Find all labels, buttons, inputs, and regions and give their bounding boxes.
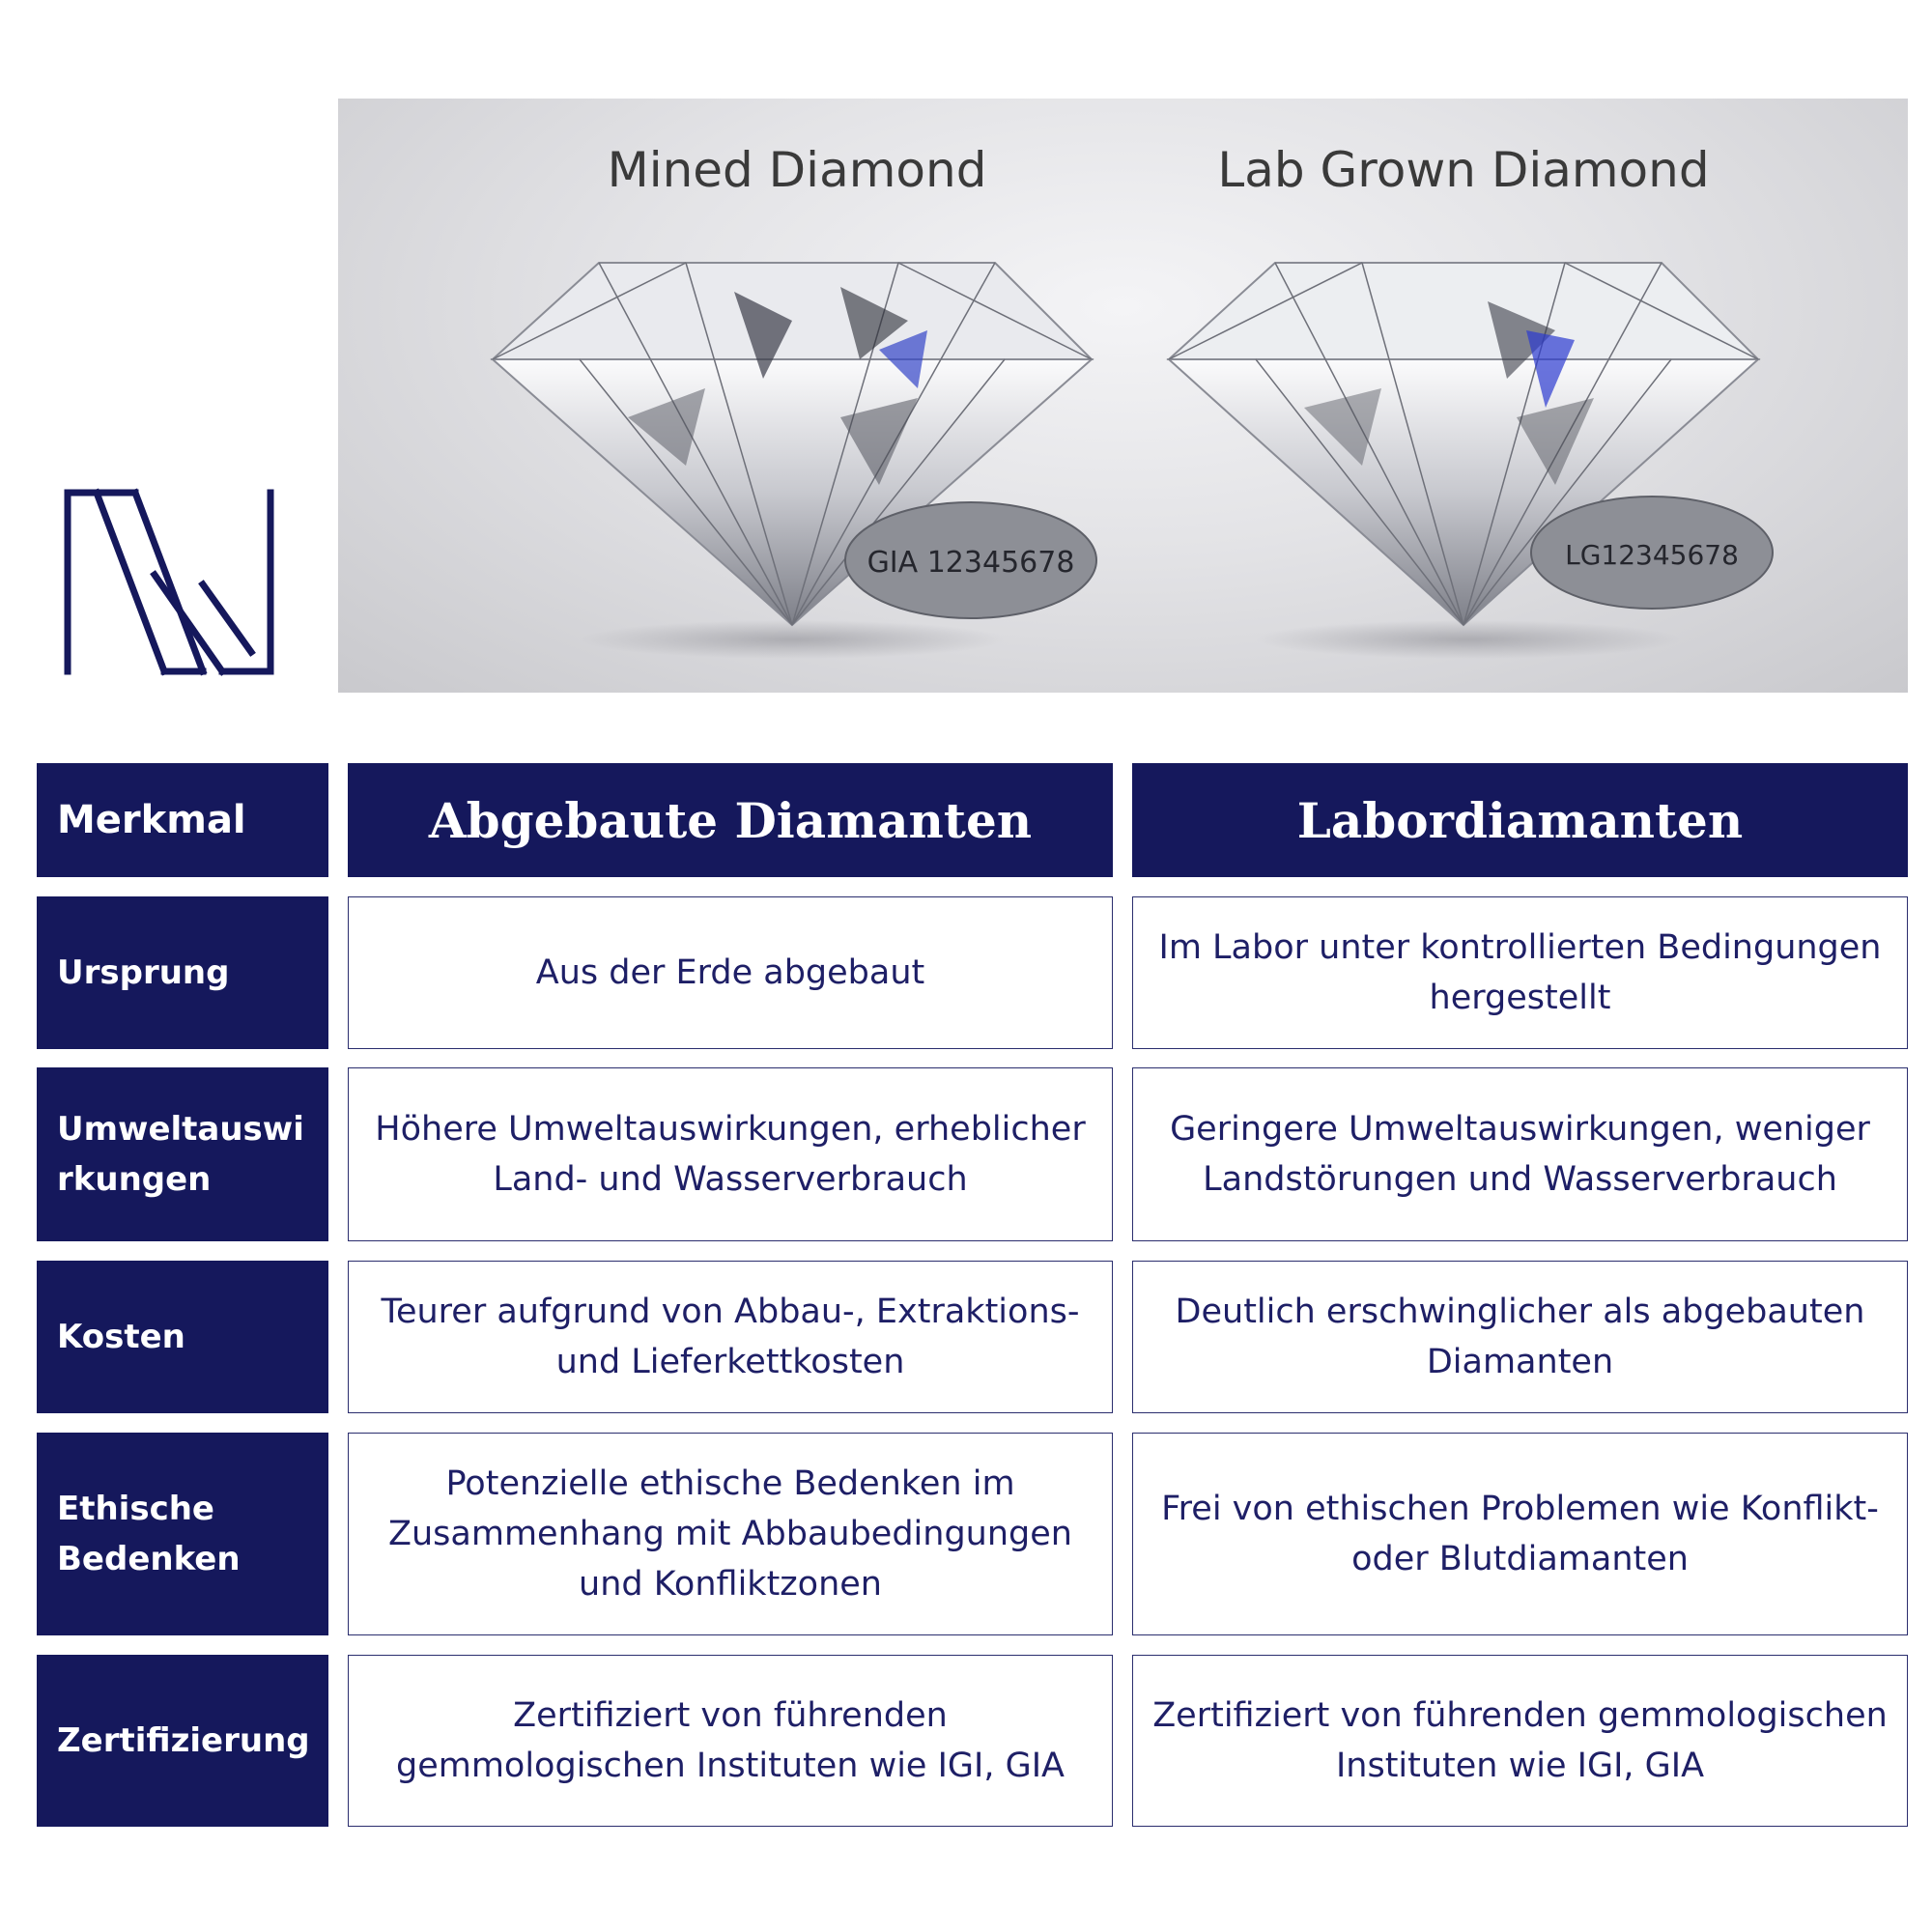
- row-label-cost: Kosten: [37, 1261, 328, 1413]
- nn-monogram-logo: [64, 488, 274, 676]
- lab-diamond-title: Lab Grown Diamond: [1217, 142, 1710, 198]
- row-label-ethics: Ethische Bedenken: [37, 1433, 328, 1635]
- cell-origin-mined: Aus der Erde abgebaut: [348, 896, 1113, 1049]
- cell-cost-mined: Teurer aufgrund von Abbau-, Extraktions-…: [348, 1261, 1113, 1413]
- lab-diamond-image: LG12345678: [1166, 262, 1774, 627]
- mined-inscription: GIA 12345678: [867, 546, 1075, 580]
- cell-ethics-mined: Potenzielle ethische Bedenken im Zusamme…: [348, 1433, 1113, 1635]
- cell-environment-mined: Höhere Umweltauswirkungen, erheblicher L…: [348, 1067, 1113, 1241]
- mined-diamond-image: GIA 12345678: [490, 262, 1097, 627]
- cell-environment-lab: Geringere Umweltauswirkungen, weniger La…: [1132, 1067, 1908, 1241]
- row-label-certification: Zertifizierung: [37, 1655, 328, 1827]
- header-feature: Merkmal: [37, 763, 328, 877]
- lab-inscription: LG12345678: [1565, 539, 1739, 571]
- header-mined: Abgebaute Diamanten: [348, 763, 1113, 877]
- mined-diamond-title: Mined Diamond: [607, 142, 987, 198]
- row-label-environment: Umweltauswirkungen: [37, 1067, 328, 1241]
- row-label-origin: Ursprung: [37, 896, 328, 1049]
- cell-ethics-lab: Frei von ethischen Problemen wie Konflik…: [1132, 1433, 1908, 1635]
- cell-certification-lab: Zertifiziert von führenden gemmologische…: [1132, 1655, 1908, 1827]
- cell-cost-lab: Deutlich erschwinglicher als abgebauten …: [1132, 1261, 1908, 1413]
- header-lab: Labordiamanten: [1132, 763, 1908, 877]
- diamond-comparison-photo: GIA 12345678 LG12345678 Mined Dia: [338, 99, 1908, 693]
- cell-origin-lab: Im Labor unter kontrollierten Bedingunge…: [1132, 896, 1908, 1049]
- cell-certification-mined: Zertifiziert von führenden gemmologische…: [348, 1655, 1113, 1827]
